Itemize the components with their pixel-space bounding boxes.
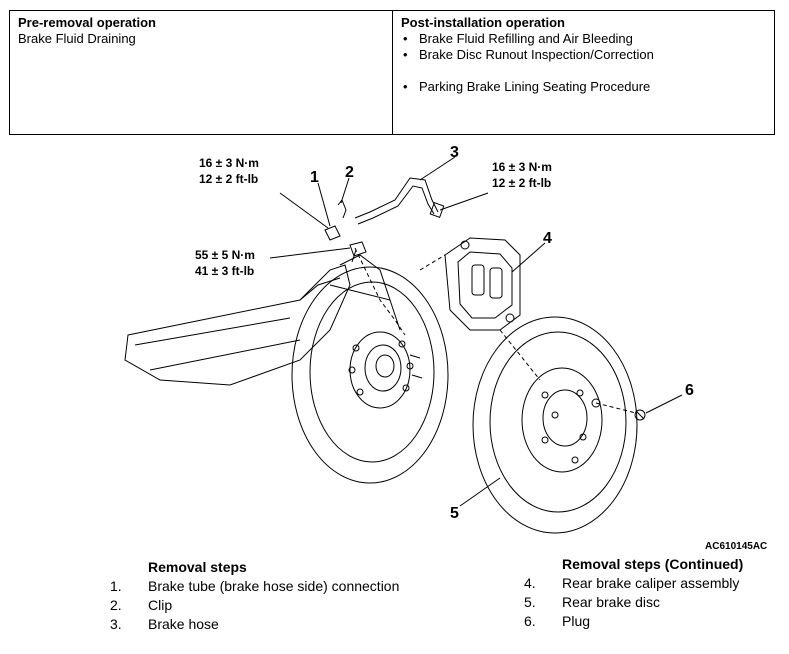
torque-tube-nm: 16 ± 3 N·m xyxy=(199,156,259,170)
step-number: 2. xyxy=(110,597,122,613)
post-installation-list: Brake Fluid Refilling and Air Bleeding B… xyxy=(401,31,766,95)
step-number: 6. xyxy=(524,613,536,629)
torque-caliper-ftlb: 41 ± 3 ft-lb xyxy=(195,264,254,278)
pre-removal-item: Brake Fluid Draining xyxy=(18,31,136,46)
figure-code: AC610145AC xyxy=(705,541,768,552)
step-item: 4. Rear brake caliper assembly xyxy=(524,574,784,593)
post-installation-item: Brake Disc Runout Inspection/Correction xyxy=(401,47,766,63)
step-text: Rear brake disc xyxy=(562,594,661,610)
brake-disc xyxy=(472,316,638,534)
step-item: 6. Plug xyxy=(524,612,784,631)
caliper-assembly xyxy=(444,237,521,331)
step-text: Brake tube (brake hose side) connection xyxy=(148,578,400,594)
post-installation-title: Post-installation operation xyxy=(401,15,565,30)
clip xyxy=(337,199,347,219)
brake-tube-fitting xyxy=(324,225,341,241)
step-text: Clip xyxy=(148,597,173,613)
step-item: 2. Clip xyxy=(110,596,410,615)
removal-steps-continued: Removal steps (Continued) 4. Rear brake … xyxy=(524,555,784,631)
step-item: 5. Rear brake disc xyxy=(524,593,784,612)
plug xyxy=(634,409,646,421)
step-text: Rear brake caliper assembly xyxy=(562,575,740,591)
brake-hose xyxy=(354,177,445,225)
callout-4: 4 xyxy=(543,230,552,247)
step-number: 4. xyxy=(524,575,536,591)
post-installation-item: Brake Fluid Refilling and Air Bleeding xyxy=(401,31,766,47)
operations-table: Pre-removal operation Brake Fluid Draini… xyxy=(9,10,775,135)
torque-caliper-nm: 55 ± 5 N·m xyxy=(195,248,255,262)
step-item: 3. Brake hose xyxy=(110,615,410,634)
post-installation-cell: Post-installation operation Brake Fluid … xyxy=(393,11,774,134)
step-number: 5. xyxy=(524,594,536,610)
step-number: 3. xyxy=(110,616,122,632)
step-text: Plug xyxy=(562,613,591,629)
torque-tube-ftlb: 12 ± 2 ft-lb xyxy=(199,172,258,186)
callout-3: 3 xyxy=(450,144,459,161)
callout-6: 6 xyxy=(685,382,694,399)
caliper-bolt xyxy=(349,241,367,263)
pre-removal-title: Pre-removal operation xyxy=(18,15,156,30)
step-text: Brake hose xyxy=(148,616,219,632)
leader-lines xyxy=(269,156,683,507)
step-number: 1. xyxy=(110,578,122,594)
torque-hose-ftlb: 12 ± 2 ft-lb xyxy=(492,176,551,190)
step-item: 1. Brake tube (brake hose side) connecti… xyxy=(110,577,410,596)
removal-steps: Removal steps 1. Brake tube (brake hose … xyxy=(110,558,410,634)
post-installation-item: Parking Brake Lining Seating Procedure xyxy=(401,79,766,95)
pre-removal-cell: Pre-removal operation Brake Fluid Draini… xyxy=(10,11,393,134)
callout-1: 1 xyxy=(310,169,319,186)
assembly-lines xyxy=(354,247,637,414)
axle-arm xyxy=(124,254,391,386)
callout-5: 5 xyxy=(450,505,459,522)
removal-steps-continued-title: Removal steps (Continued) xyxy=(562,556,744,572)
backing-plate xyxy=(291,266,449,484)
hub-assembly xyxy=(348,331,423,409)
removal-steps-title: Removal steps xyxy=(148,559,247,575)
callout-2: 2 xyxy=(345,164,354,181)
torque-hose-nm: 16 ± 3 N·m xyxy=(492,160,552,174)
brake-exploded-diagram: 16 ± 3 N·m 12 ± 2 ft-lb 16 ± 3 N·m 12 ± … xyxy=(124,144,694,534)
